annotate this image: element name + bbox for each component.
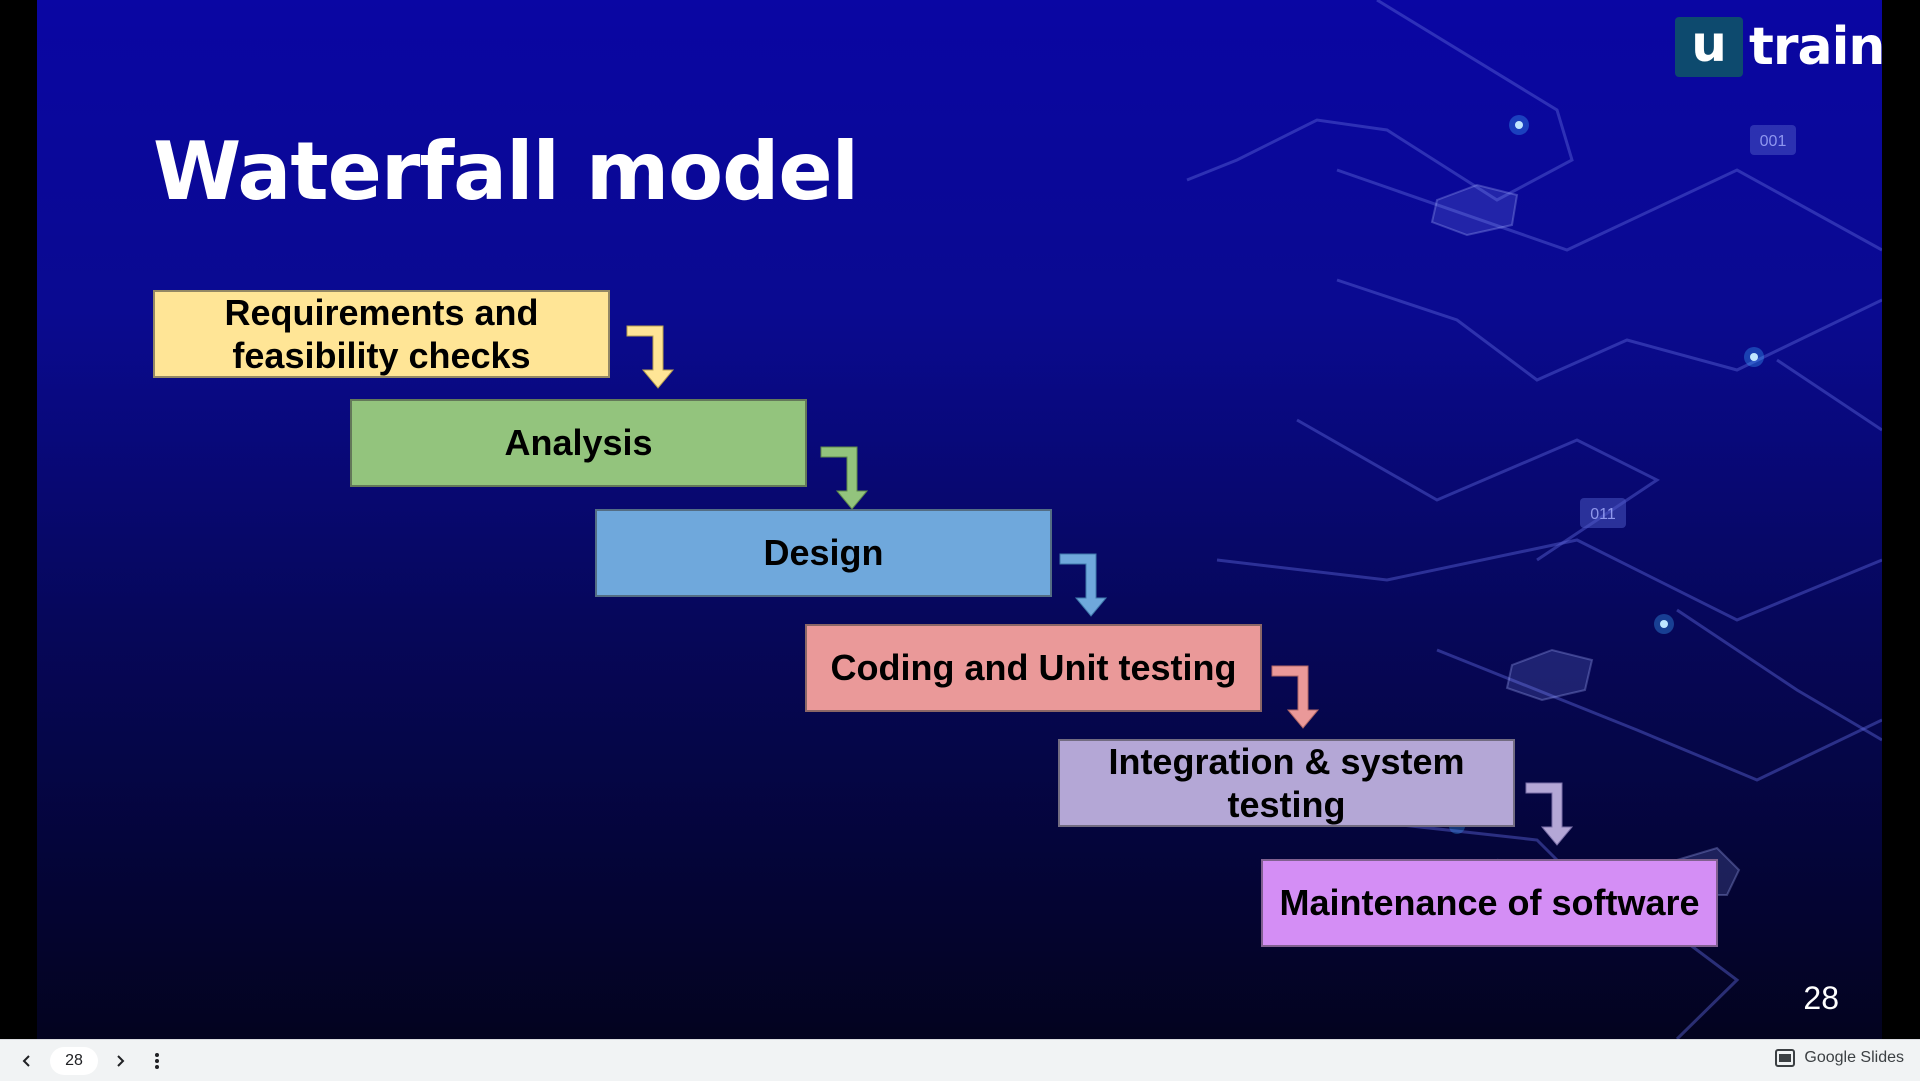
step-label: Integration & system testing — [1108, 740, 1465, 825]
deco-tag-001: 001 — [1760, 133, 1787, 150]
step-label: Coding and Unit testing — [830, 647, 1237, 689]
next-slide-button[interactable] — [107, 1048, 133, 1074]
step-requirements: Requirements and feasibility checks — [153, 290, 610, 378]
slide-title: Waterfall model — [153, 125, 859, 218]
bent-arrow-icon — [820, 446, 869, 510]
presentation-toolbar: 28 Google Slides — [0, 1039, 1920, 1081]
google-slides-label: Google Slides — [1804, 1049, 1904, 1066]
slide-canvas: 001 011 u train Waterfall model Requirem… — [37, 0, 1882, 1039]
chevron-right-icon — [117, 1055, 125, 1067]
step-label: Requirements and feasibility checks — [224, 291, 539, 376]
slides-icon — [1775, 1049, 1796, 1067]
step-label: Maintenance of software — [1279, 882, 1700, 924]
step-design: Design — [595, 509, 1052, 597]
google-slides-link[interactable]: Google Slides — [1775, 1049, 1904, 1067]
step-integration: Integration & system testing — [1058, 739, 1515, 827]
bent-arrow-icon — [1271, 665, 1320, 729]
bent-arrow-icon — [1059, 553, 1108, 617]
bent-arrow-icon — [626, 325, 675, 389]
more-vert-icon — [155, 1053, 159, 1069]
logo-wordmark: train — [1749, 17, 1882, 77]
step-label: Analysis — [504, 422, 653, 464]
utrain-logo: u train — [1675, 16, 1882, 78]
more-options-button[interactable] — [144, 1048, 170, 1074]
step-coding: Coding and Unit testing — [805, 624, 1262, 712]
step-label: Design — [763, 532, 884, 574]
bent-arrow-icon — [1525, 782, 1574, 846]
slide-page-number: 28 — [1803, 980, 1839, 1016]
current-page-indicator[interactable]: 28 — [50, 1047, 98, 1075]
step-maintenance: Maintenance of software — [1261, 859, 1718, 947]
step-analysis: Analysis — [350, 399, 807, 487]
previous-slide-button[interactable] — [14, 1048, 40, 1074]
logo-mark: u — [1675, 17, 1743, 77]
deco-tag-011: 011 — [1590, 506, 1616, 523]
chevron-left-icon — [22, 1055, 30, 1067]
